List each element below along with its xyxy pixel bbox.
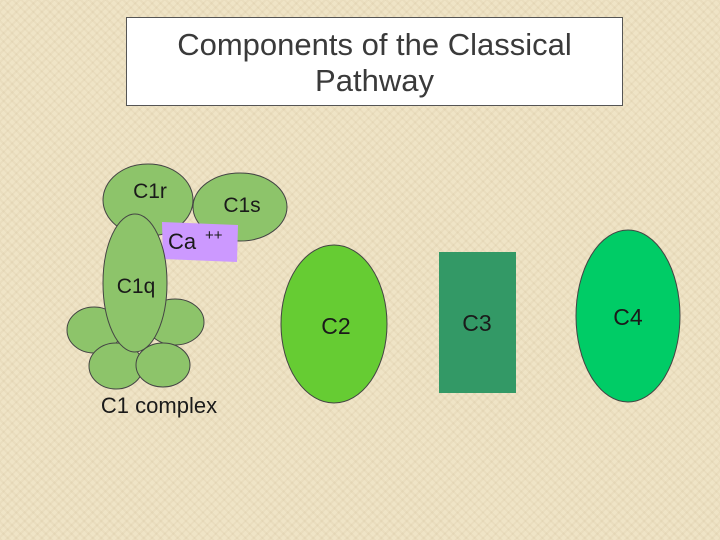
- slide-title-line-2: Pathway: [315, 63, 434, 98]
- ca-label: Ca: [168, 229, 197, 254]
- c1s-label: C1s: [223, 194, 260, 217]
- c1r-label: C1r: [133, 180, 167, 203]
- c1q-head-4: [135, 342, 191, 388]
- c2-label: C2: [321, 313, 350, 339]
- c2-component: C2: [280, 244, 388, 404]
- c2-ellipse: [280, 244, 388, 404]
- c3-component: C3: [439, 252, 516, 393]
- c4-label: C4: [613, 304, 643, 330]
- c1s-ellipse: [192, 172, 288, 242]
- c4-ellipse: [575, 229, 681, 403]
- c3-rectangle: [439, 252, 516, 393]
- c1-complex-caption: C1 complex: [101, 393, 217, 418]
- c3-label: C3: [462, 310, 491, 336]
- slide-title-line-1: Components of the Classical: [177, 27, 572, 62]
- ca-superscript: ++: [205, 227, 223, 244]
- ca-ion-badge: [162, 222, 238, 262]
- c1q-label: C1q: [117, 275, 156, 298]
- c1-complex: C1r C1s Ca ++ C1q C1 complex: [66, 163, 288, 418]
- c4-component: C4: [575, 229, 681, 403]
- c1q-ellipse: [102, 213, 168, 353]
- title-box: Components of the Classical Pathway: [126, 17, 623, 106]
